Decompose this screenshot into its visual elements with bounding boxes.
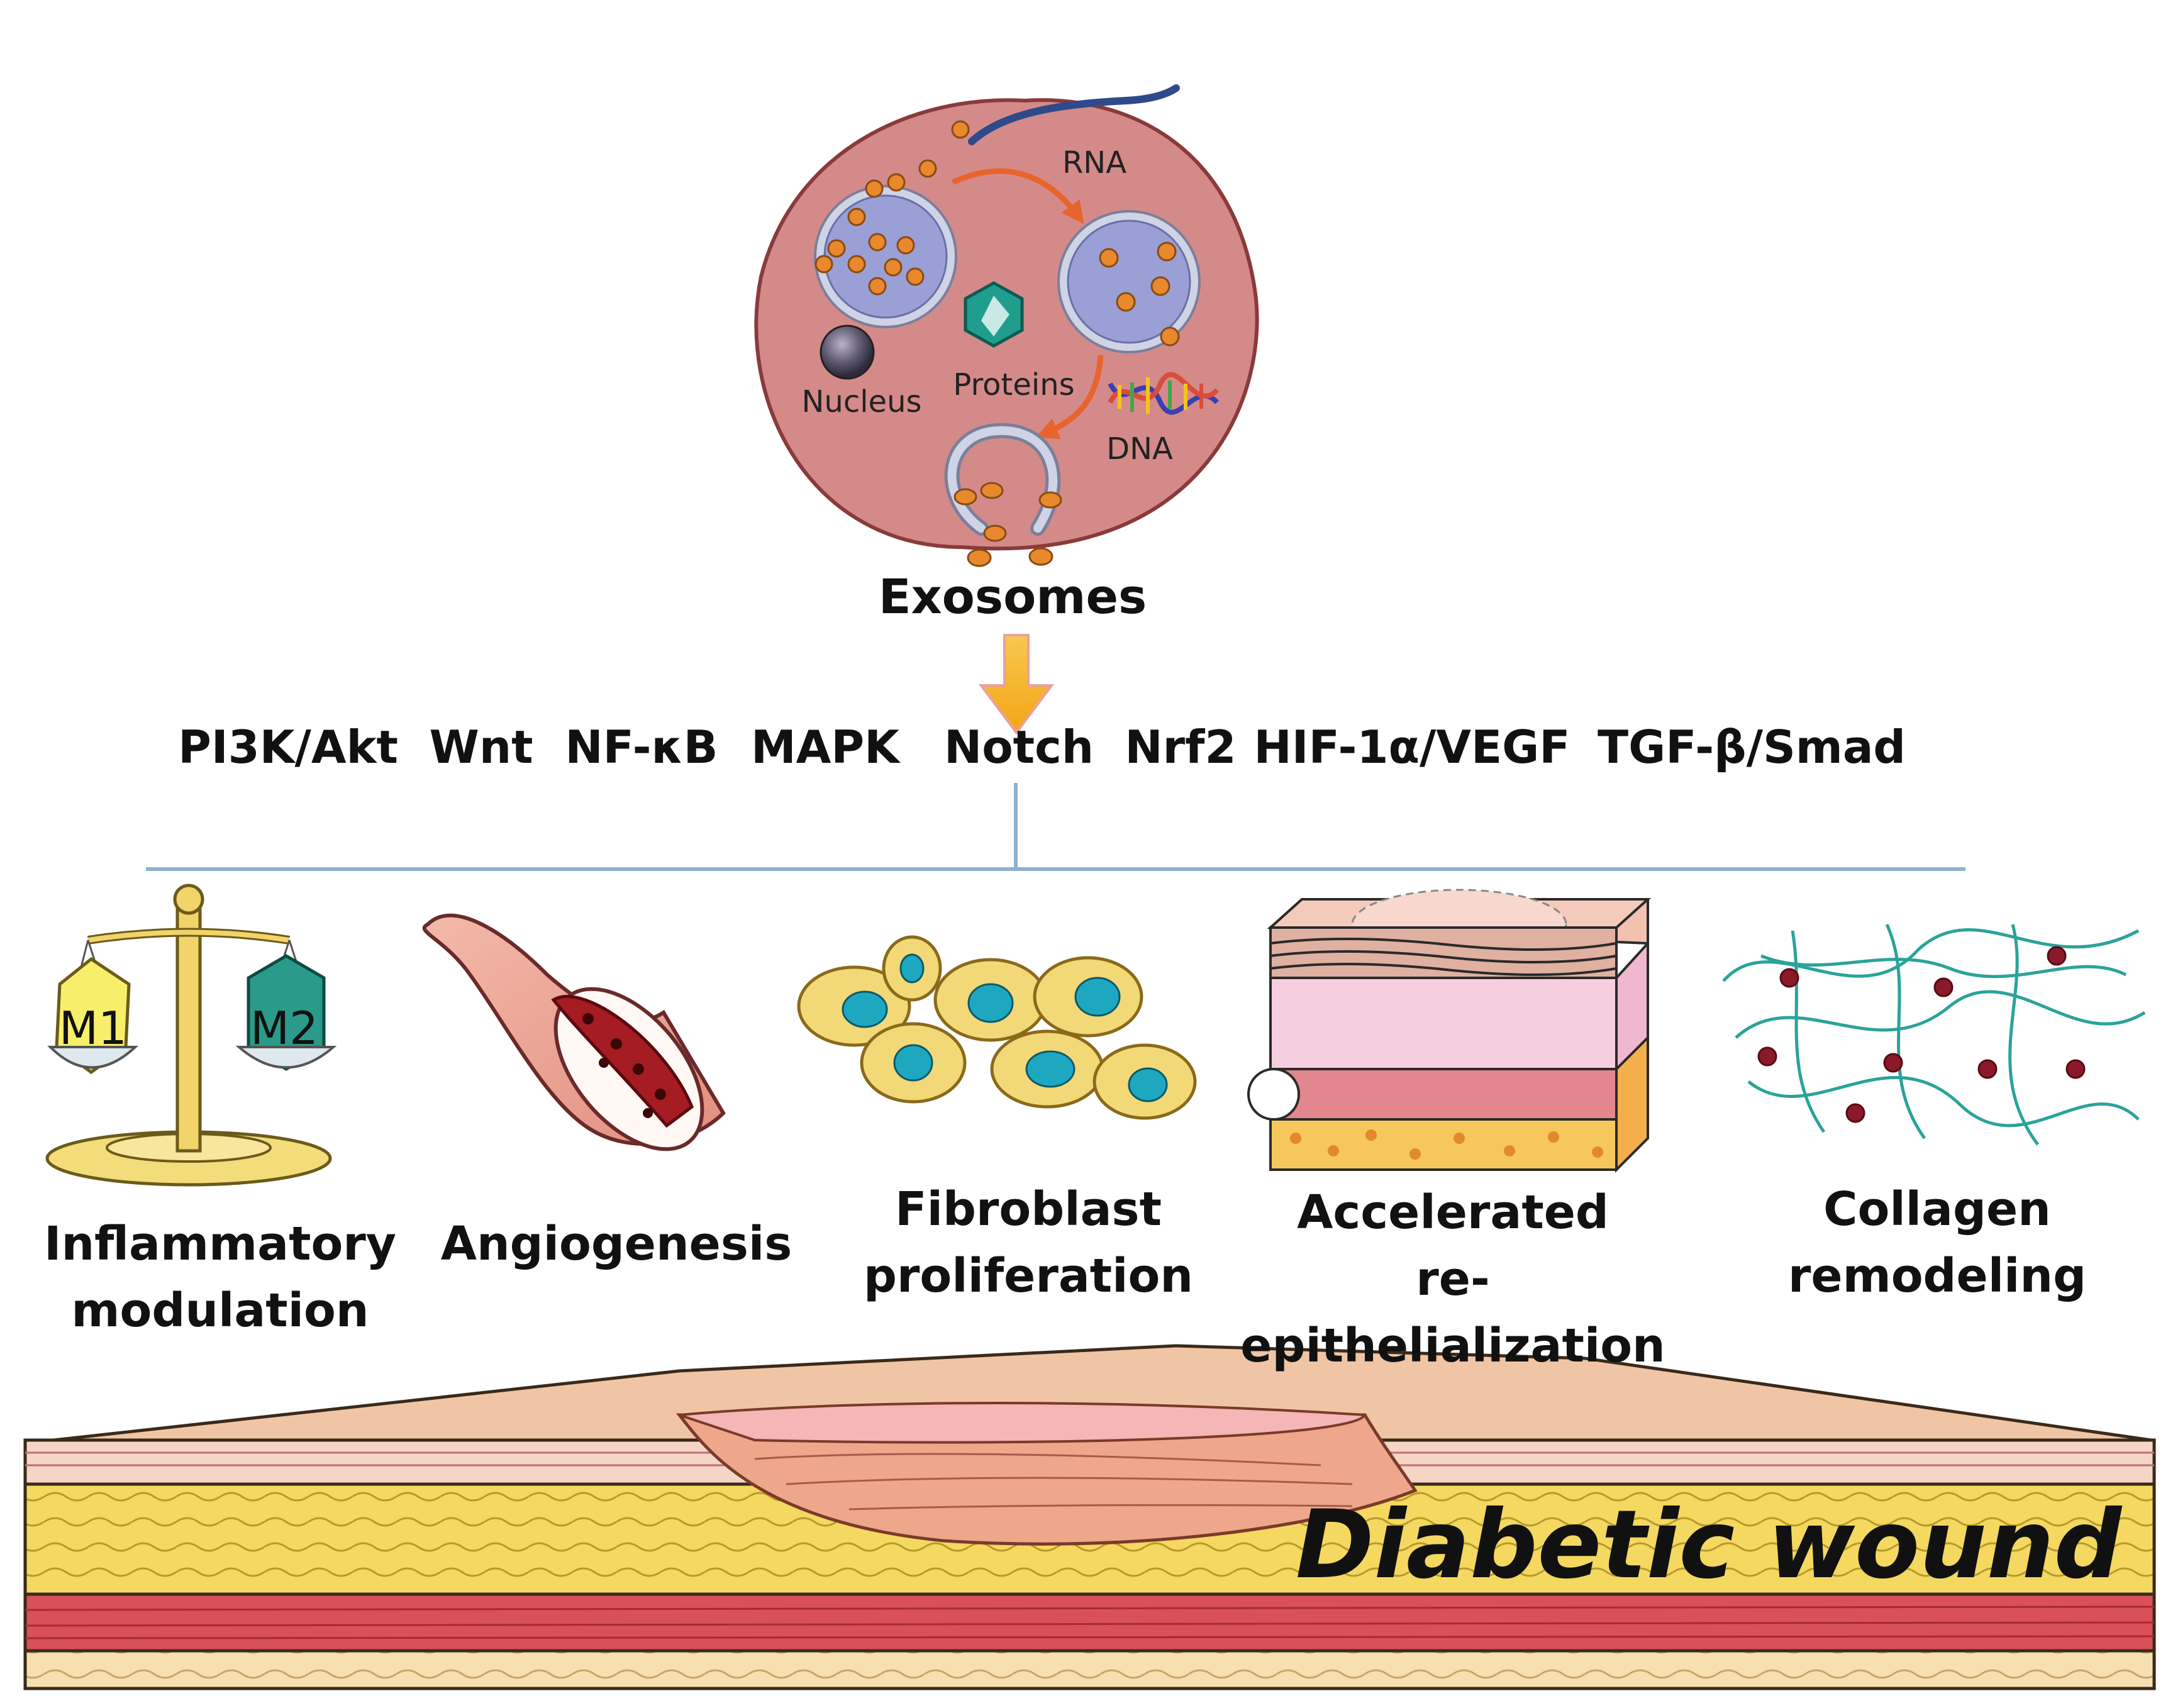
rna-label: RNA [1062,145,1126,180]
process-line: Angiogenesis [440,1217,792,1271]
nucleus [820,324,875,380]
process-line: modulation [71,1284,369,1338]
dna-label: DNA [1106,431,1173,467]
m1-label: M1 [59,1002,127,1055]
pathway-label: MAPK [751,721,901,774]
pathway-label: NF-κB [565,721,718,774]
right-vesicle [1057,210,1201,353]
rna-strand [968,84,1180,145]
diabetic-wound-section [23,1344,2156,1690]
cargo-dot [951,120,970,139]
down-arrow [979,634,1054,735]
pathway-label: TGF-β/Smad [1598,721,1906,774]
left-vesicle [814,159,957,328]
nucleus-label: Nucleus [801,384,921,419]
wound-title: Diabetic wound [1296,1490,2122,1600]
process-angiogenesis: Angiogenesis [428,1211,805,1277]
process-inflammatory-modulation: Inflammatory modulation [38,1211,403,1344]
proteins-label: Proteins [953,367,1074,402]
pathway-label: Nrf2 [1125,721,1236,774]
process-line: proliferation [863,1249,1194,1303]
process-collagen-remodeling: Collagen remodeling [1748,1176,2126,1309]
pathway-label: Wnt [429,721,533,774]
pathway-row: PI3K/Akt Wnt NF-κB MAPK Notch Nrf2 HIF-1… [178,721,1906,774]
export-arrow [1035,355,1104,440]
protein-shine [981,296,1009,336]
pathway-label: Notch [944,721,1094,774]
process-reepithelialization: Accelerated re-epithelialization [1208,1179,1698,1379]
process-line: remodeling [1787,1249,2087,1303]
pathway-label: HIF-1α/VEGF [1254,721,1570,774]
pathway-label: PI3K/Akt [178,721,398,774]
blood-vessel-icon [422,913,726,1151]
process-line: Inflammatory [43,1217,397,1271]
process-fibroblast-proliferation: Fibroblast proliferation [840,1176,1217,1309]
process-line: Collagen [1823,1182,2051,1236]
transfer-arrow [952,168,1084,225]
process-line: Accelerated [1297,1185,1609,1239]
exosomes-title: Exosomes [879,568,1147,624]
budding-exosome [944,423,1062,567]
m2-label: M2 [250,1002,318,1055]
collagen-network-icon [1722,923,2146,1146]
dna-helix [1108,372,1220,415]
process-line: re-epithelialization [1240,1252,1665,1373]
macrophage-balance-icon: M1 M2 [45,884,337,1187]
process-line: Fibroblast [895,1182,1162,1236]
fibroblast-cells-icon [797,935,1197,1120]
skin-block-icon [1247,889,1652,1173]
